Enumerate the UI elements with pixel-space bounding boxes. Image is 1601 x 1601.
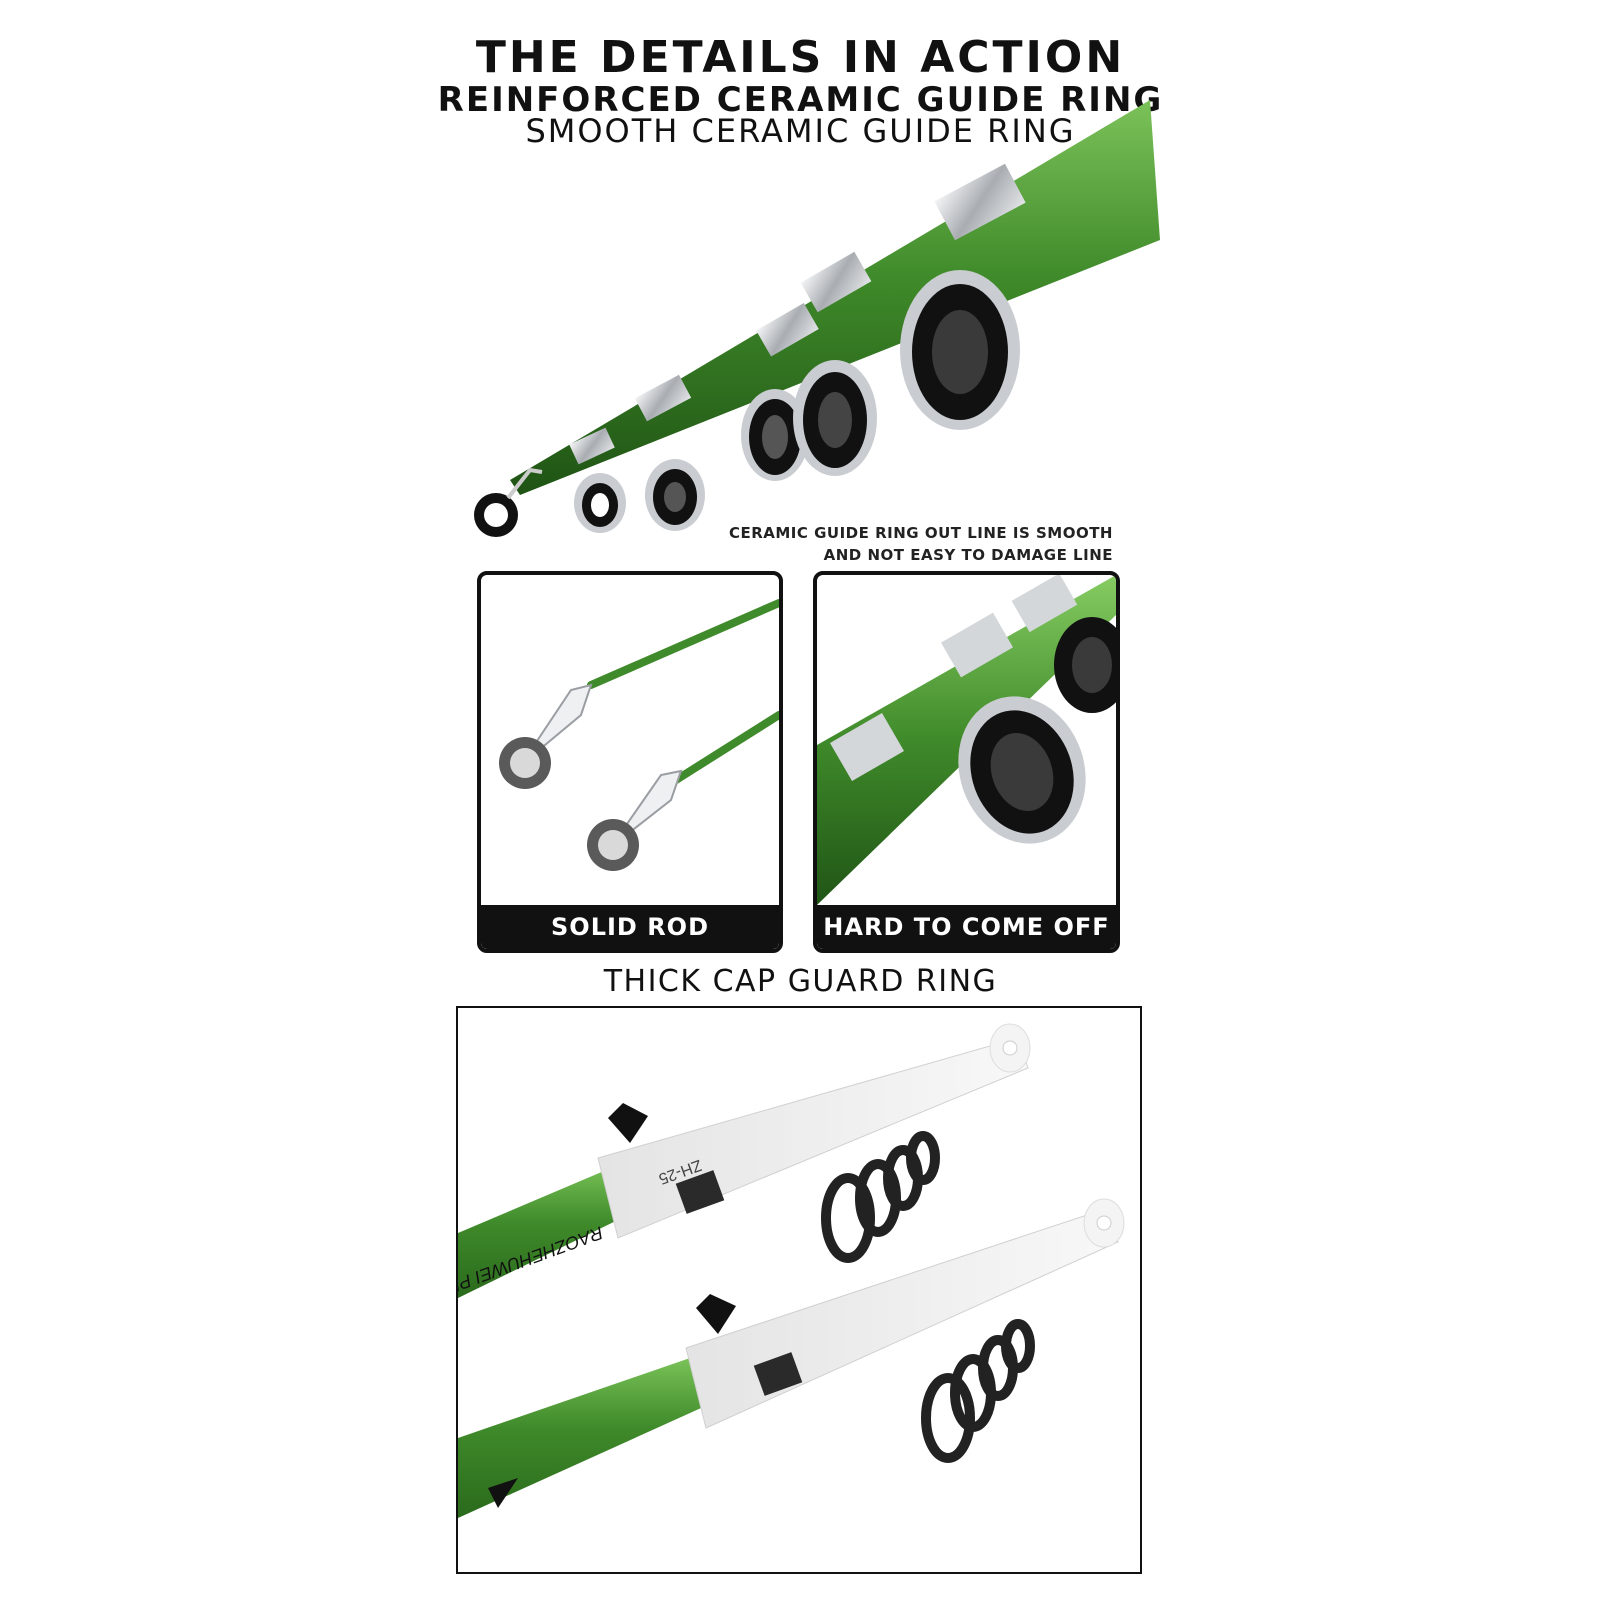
feature-title: SMOOTH CERAMIC GUIDE RING xyxy=(525,112,1076,150)
guide-ring xyxy=(569,427,626,533)
hard-to-come-off-label: HARD TO COME OFF xyxy=(817,905,1116,949)
rod-with-cap xyxy=(458,1198,1125,1518)
note-line-2: AND NOT EASY TO DAMAGE LINE xyxy=(823,546,1113,564)
solid-rod-illustration xyxy=(499,599,779,871)
rod-illustration xyxy=(460,100,1160,560)
cap-guard-photo: ZH-25 RAOZHEHUWEI PRO xyxy=(456,1006,1142,1574)
rod-with-cap: ZH-25 RAOZHEHUWEI PRO xyxy=(458,1023,1031,1302)
guide-ring xyxy=(474,467,543,537)
solid-rod-panel: SOLID ROD xyxy=(477,571,783,953)
cap-section-title: THICK CAP GUARD RING xyxy=(603,964,998,999)
headline: THE DETAILS IN ACTION xyxy=(475,32,1126,83)
guide-ring xyxy=(793,251,877,476)
guide-ring xyxy=(634,374,705,531)
hard-to-come-off-panel: HARD TO COME OFF xyxy=(813,571,1120,953)
guide-ring xyxy=(900,163,1026,430)
guide-ring xyxy=(741,303,819,481)
subheadline: REINFORCED CERAMIC GUIDE RING xyxy=(437,80,1164,120)
solid-rod-label: SOLID ROD xyxy=(481,905,779,949)
guide-closeup-illustration xyxy=(817,575,1116,905)
note-line-1: CERAMIC GUIDE RING OUT LINE IS SMOOTH xyxy=(728,524,1113,542)
